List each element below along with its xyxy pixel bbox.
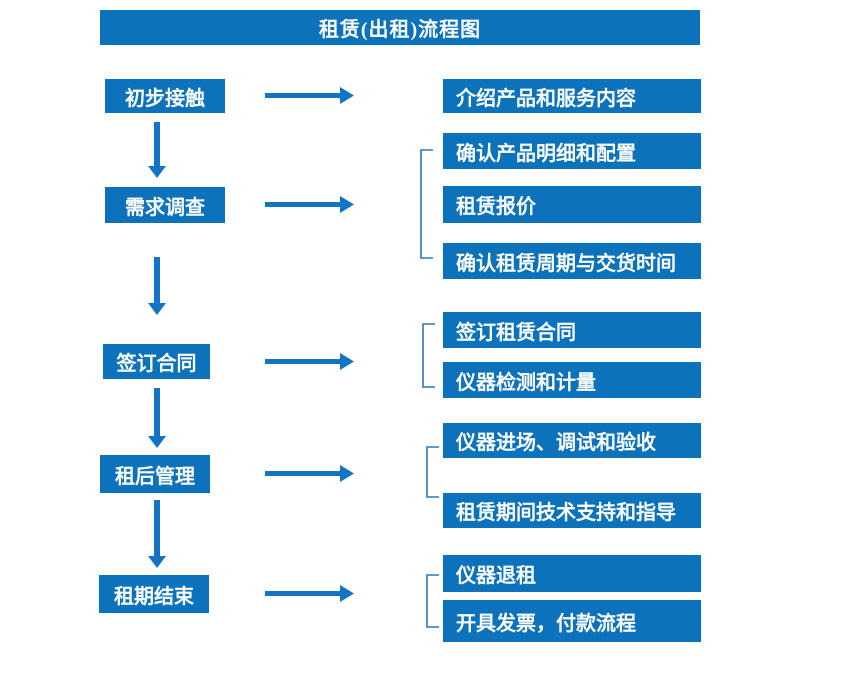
flow-arrow-demand-survey [265,196,354,213]
detail-box-sign-rental-contract: 签订租赁合同 [443,312,701,348]
detail-box-instrument-setup: 仪器进场、调试和验收 [443,423,701,458]
flow-arrow-sign-contract [265,353,354,370]
title-bar: 租赁(出租)流程图 [100,10,700,45]
detail-box-rental-quote: 租赁报价 [443,186,701,223]
down-arrow-step1-step2 [148,122,166,178]
detail-box-confirm-product-config: 确认产品明细和配置 [443,133,701,169]
step-box-demand-survey: 需求调查 [105,187,225,223]
step-box-rental-end: 租期结束 [99,575,209,613]
detail-box-instrument-testing: 仪器检测和计量 [443,362,701,398]
bracket-rental-end [426,574,439,628]
detail-box-confirm-period-delivery: 确认租赁周期与交货时间 [443,243,701,279]
bracket-sign-contract [422,323,435,388]
down-arrow-step3-step4 [148,388,166,448]
step-box-initial-contact: 初步接触 [105,79,225,113]
flow-arrow-initial-contact [265,87,354,104]
flow-arrow-rental-end [265,585,354,602]
title-text: 租赁(出租)流程图 [318,19,482,41]
detail-box-invoice-payment: 开具发票，付款流程 [443,600,701,642]
detail-box-introduce-products: 介绍产品和服务内容 [443,79,701,113]
step-box-sign-contract: 签订合同 [103,344,210,379]
bracket-post-rental [426,446,439,498]
detail-box-instrument-return: 仪器退租 [443,555,701,592]
down-arrow-step4-step5 [148,500,166,568]
detail-box-tech-support: 租赁期间技术支持和指导 [443,493,701,528]
flow-arrow-post-rental [265,465,354,482]
down-arrow-step2-step3 [148,257,166,315]
bracket-demand-survey [420,149,433,259]
step-box-post-rental: 租后管理 [100,455,210,493]
